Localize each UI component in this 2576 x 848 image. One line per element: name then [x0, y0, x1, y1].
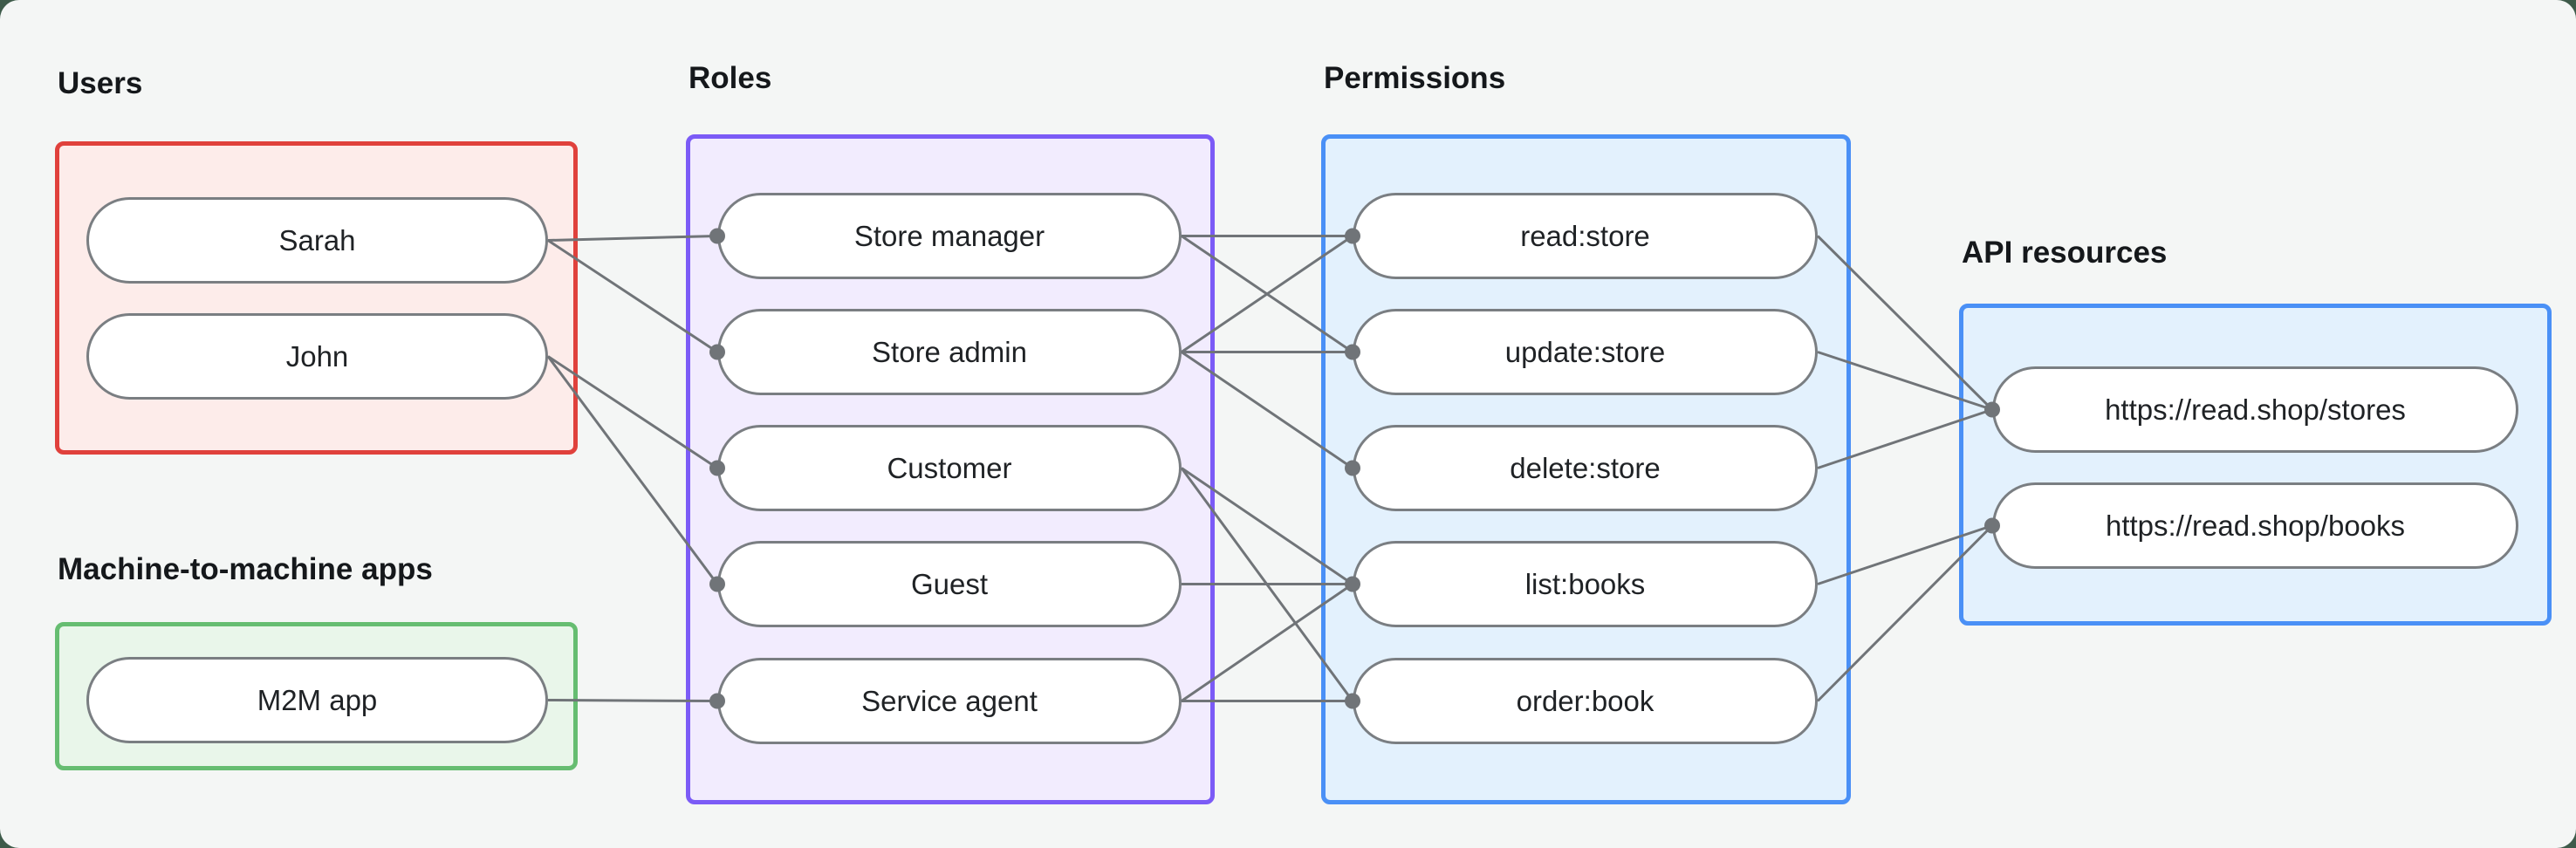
node-list-books: list:books	[1353, 541, 1818, 627]
node-store-manager: Store manager	[717, 193, 1182, 279]
m2m-group-title: Machine-to-machine apps	[58, 552, 433, 586]
node-books: https://read.shop/books	[1992, 482, 2518, 569]
node-customer: Customer	[717, 425, 1182, 511]
node-order-book: order:book	[1353, 658, 1818, 744]
node-service-agent: Service agent	[717, 658, 1182, 744]
permissions-group-title: Permissions	[1324, 61, 1506, 95]
node-delete-store: delete:store	[1353, 425, 1818, 511]
users-group-title: Users	[58, 66, 143, 100]
node-store-admin: Store admin	[717, 309, 1182, 395]
node-m2m-app: M2M app	[86, 657, 548, 743]
node-john: John	[86, 313, 548, 400]
node-stores: https://read.shop/stores	[1992, 366, 2518, 453]
roles-group-title: Roles	[689, 61, 772, 95]
node-guest: Guest	[717, 541, 1182, 627]
node-update-store: update:store	[1353, 309, 1818, 395]
api-resources-group-title: API resources	[1962, 236, 2168, 270]
api-resources-group-box	[1959, 304, 2552, 626]
users-group-box	[55, 141, 578, 455]
node-sarah: Sarah	[86, 197, 548, 284]
node-read-store: read:store	[1353, 193, 1818, 279]
